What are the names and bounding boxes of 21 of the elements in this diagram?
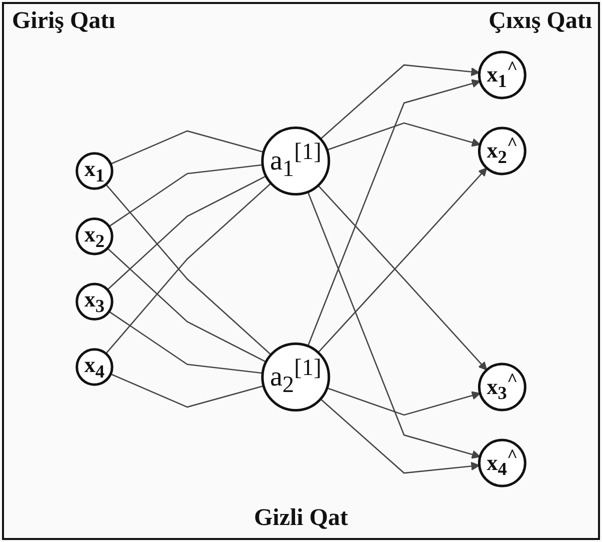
arrow [326, 122, 480, 151]
connector [108, 164, 263, 228]
node-circle: x$_{1}$ [76, 152, 114, 190]
arrow [320, 64, 480, 140]
connector [108, 310, 263, 374]
layer-title: Gizli Qat [254, 505, 348, 532]
arrow [307, 192, 480, 459]
arrow [326, 387, 480, 416]
connector [110, 130, 264, 165]
layer-title: Çıxış Qatı [488, 8, 592, 35]
connector [107, 176, 266, 290]
arrow [318, 185, 488, 370]
node-circle: x$_{2}$ [76, 217, 114, 256]
node-circle: x$_{3}$ [76, 282, 114, 321]
arrow [307, 79, 480, 346]
arrow [318, 168, 488, 353]
arrow [320, 398, 480, 474]
connector [110, 373, 264, 408]
layer-title: Giriş Qatı [12, 8, 116, 35]
connector [107, 248, 266, 362]
node-circle: x$_{4}$ [76, 348, 114, 386]
